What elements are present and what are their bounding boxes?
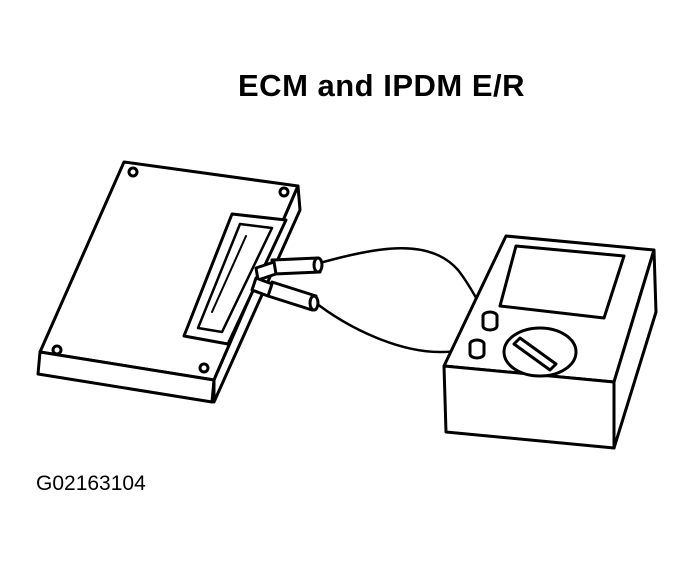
- probe-lower: [250, 276, 320, 312]
- multimeter-front-face: [442, 364, 616, 450]
- ecm-front-face: [36, 350, 216, 404]
- multimeter-jack-upper: [481, 310, 499, 332]
- ecm-module: [36, 160, 302, 404]
- probe-lead-lower: [310, 298, 478, 354]
- figure-id-label: G02163104: [36, 472, 146, 495]
- multimeter-right-face: [612, 248, 658, 450]
- multimeter-dial-pointer: [512, 336, 558, 372]
- probe-lead-upper: [314, 247, 492, 322]
- multimeter-display: [498, 244, 626, 320]
- multimeter-jack-lower: [468, 338, 486, 360]
- ecm-screw-top-left: [127, 166, 139, 178]
- ecm-screw-top-right: [278, 186, 290, 198]
- probe-upper: [254, 256, 324, 282]
- ecm-connector-inner: [196, 222, 274, 334]
- ecm-screw-bottom-left: [51, 344, 63, 356]
- multimeter: [442, 234, 658, 450]
- ecm-screw-bottom-right: [198, 362, 210, 374]
- diagram-title: ECM and IPDM E/R: [238, 68, 526, 103]
